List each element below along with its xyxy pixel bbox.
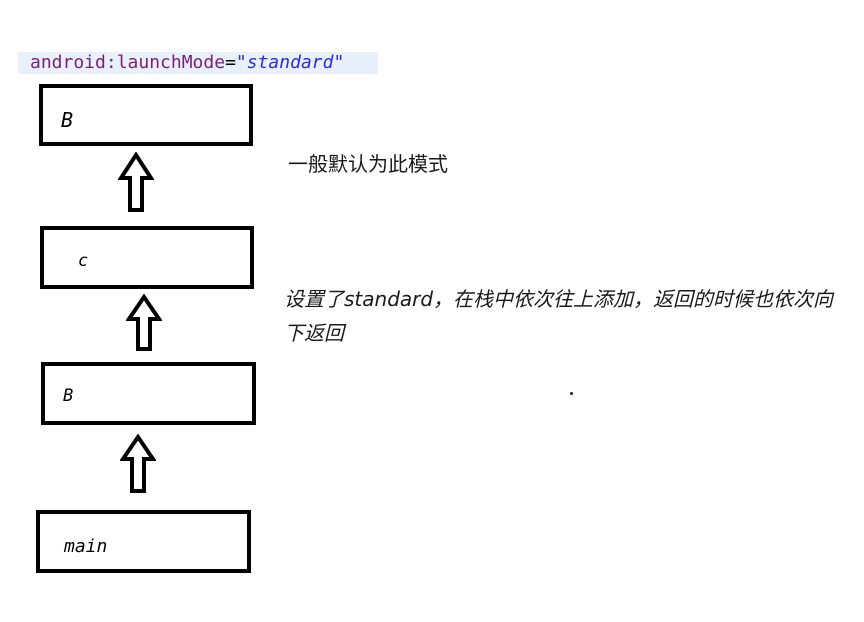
up-arrow-icon xyxy=(120,434,156,493)
launch-mode-code: android:launchMode="standard" xyxy=(18,52,378,74)
up-arrow-icon xyxy=(126,294,162,351)
activity-box-top: B xyxy=(39,84,253,146)
activity-box-second: c xyxy=(40,226,254,289)
stray-dot xyxy=(570,392,573,395)
default-mode-note: 一般默认为此模式 xyxy=(288,152,448,176)
activity-label-top: B xyxy=(61,108,74,132)
up-arrow-icon xyxy=(118,152,154,212)
activity-label-third: B xyxy=(63,386,74,406)
activity-box-third: B xyxy=(41,362,256,425)
activity-box-bottom: main xyxy=(36,510,251,573)
activity-label-second: c xyxy=(78,251,89,271)
standard-description-note: 设置了standard，在栈中依次往上添加，返回的时候也依次向下返回 xyxy=(284,287,834,345)
code-attribute: android:launchMode xyxy=(30,52,226,73)
code-value: "standard" xyxy=(235,52,345,73)
code-equals: = xyxy=(225,52,236,73)
activity-label-bottom: main xyxy=(64,536,108,557)
